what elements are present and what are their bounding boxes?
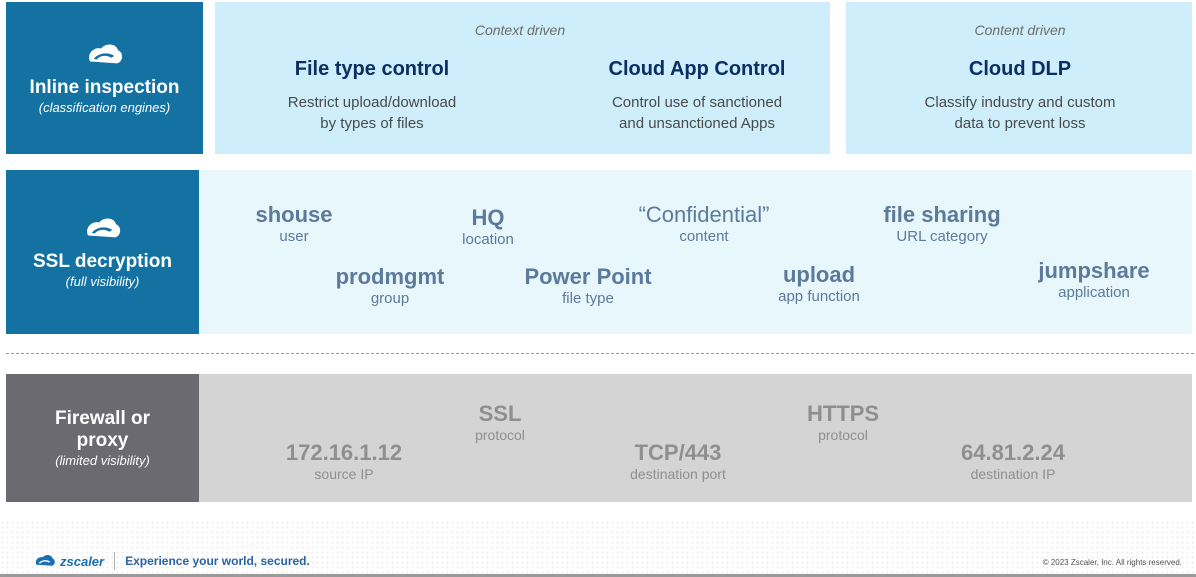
zscaler-cloud-icon [88,43,122,63]
inline-inspection-box: Inline inspection (classification engine… [6,2,203,154]
cloud-dlp-desc: Classify industry and custom data to pre… [924,94,1116,132]
firewall-proxy-subtitle: (limited visibility) [55,452,150,468]
footer-rule [0,574,1196,577]
cloud-dlp-title: Cloud DLP [968,58,1072,80]
zscaler-cloud-icon [35,554,55,566]
content-driven-panel [846,2,1192,154]
context-driven-label: Context driven [474,22,566,38]
inline-inspection-title: Inline inspection [29,76,180,98]
copyright-text: © 2023 Zscaler, Inc. All rights reserved… [1042,558,1182,567]
firewall-proxy-box: Firewall or proxy (limited visibility) [6,374,199,502]
firewall-attributes-panel [199,374,1192,502]
cloud-app-control-desc: Control use of sanctioned and unsanction… [611,94,783,132]
footer-brand: zscaler Experience your world, secured. [34,552,310,570]
brand-tagline: Experience your world, secured. [125,554,310,568]
footer-pattern [0,520,1196,577]
inline-inspection-subtitle: (classification engines) [38,99,171,115]
ssl-decryption-title: SSL decryption [32,250,172,272]
ssl-decryption-subtitle: (full visibility) [65,273,140,289]
brand-separator [114,552,116,570]
file-type-control-desc: Restrict upload/download by types of fil… [287,94,457,132]
context-driven-panel [215,2,830,154]
zscaler-cloud-icon [86,217,120,237]
visibility-divider [6,353,1194,354]
content-driven-label: Content driven [974,22,1066,38]
brand-name: zscaler [60,553,105,569]
ssl-decryption-box: SSL decryption (full visibility) [6,170,199,334]
ssl-attributes-panel [199,170,1192,334]
file-type-control-title: File type control [294,58,450,80]
cloud-app-control-title: Cloud App Control [608,58,786,80]
firewall-proxy-title-line1: Firewall or [54,407,151,429]
ssl-tag-content: “Confidential”content [638,202,770,245]
firewall-proxy-title-line2: proxy [76,429,129,451]
